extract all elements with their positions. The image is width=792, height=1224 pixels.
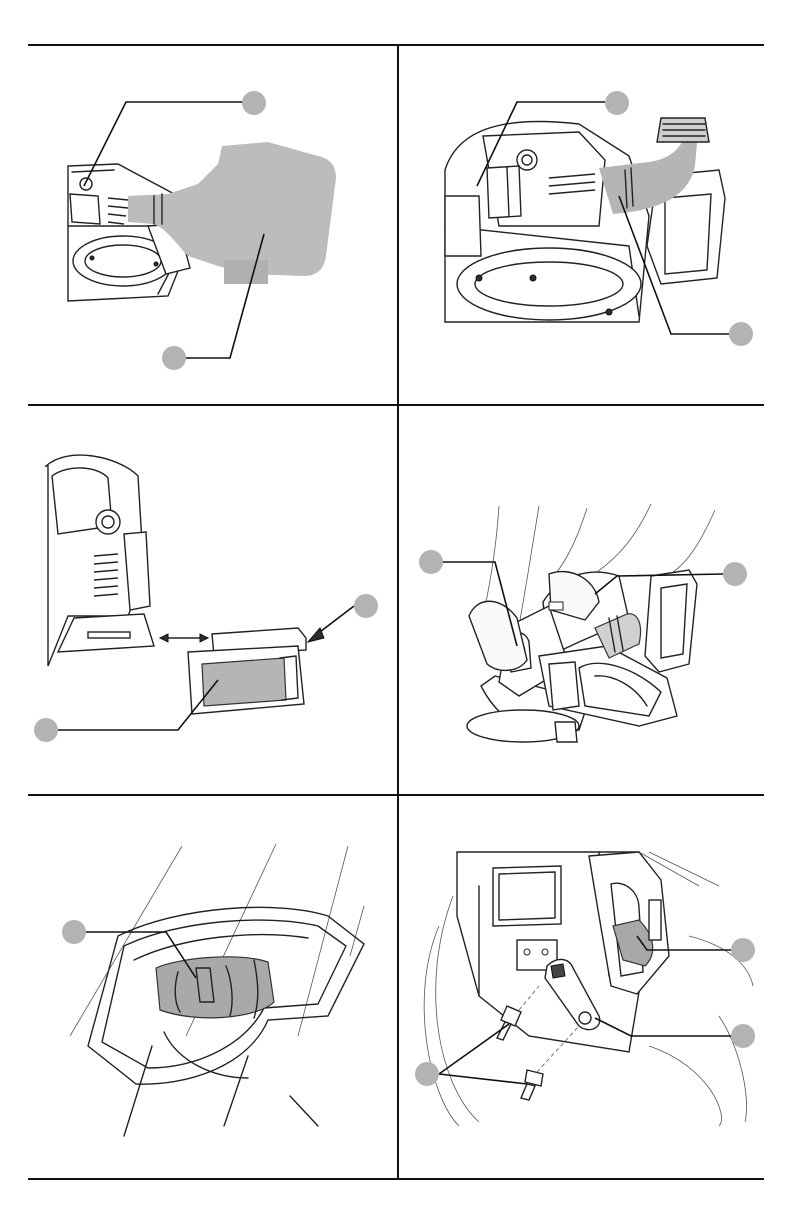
callout-marker-bottom (34, 718, 58, 742)
battery-install-illustration (28, 406, 396, 794)
callout-marker-screws (415, 1062, 439, 1086)
panel-dust-bag (28, 46, 396, 404)
callout-marker-top (354, 594, 378, 618)
callout-marker-top (242, 91, 266, 115)
callout-marker-left (419, 550, 443, 574)
dust-bag-illustration (28, 46, 396, 404)
panel-trigger-switch (28, 796, 396, 1178)
callout-marker (62, 920, 86, 944)
trigger-switch-illustration (28, 796, 396, 1178)
panel-battery-install (28, 406, 396, 794)
tracking-lever-illustration (399, 796, 764, 1178)
callout-marker-bottom (162, 346, 186, 370)
vacuum-hose-illustration (399, 46, 764, 404)
panel-two-hand-operation (399, 406, 764, 794)
callout-leader-screws (439, 1024, 527, 1084)
screw-lower (521, 1070, 543, 1100)
callout-marker-bottom (729, 322, 753, 346)
two-hand-operation-illustration (399, 406, 764, 794)
bottom-rule (28, 1178, 764, 1180)
callout-marker-upper (731, 938, 755, 962)
callout-marker-right (723, 562, 747, 586)
callout-marker-top (605, 91, 629, 115)
panel-vacuum-hose (399, 46, 764, 404)
callout-marker-lower (731, 1024, 755, 1048)
panel-tracking-lever (399, 796, 764, 1178)
